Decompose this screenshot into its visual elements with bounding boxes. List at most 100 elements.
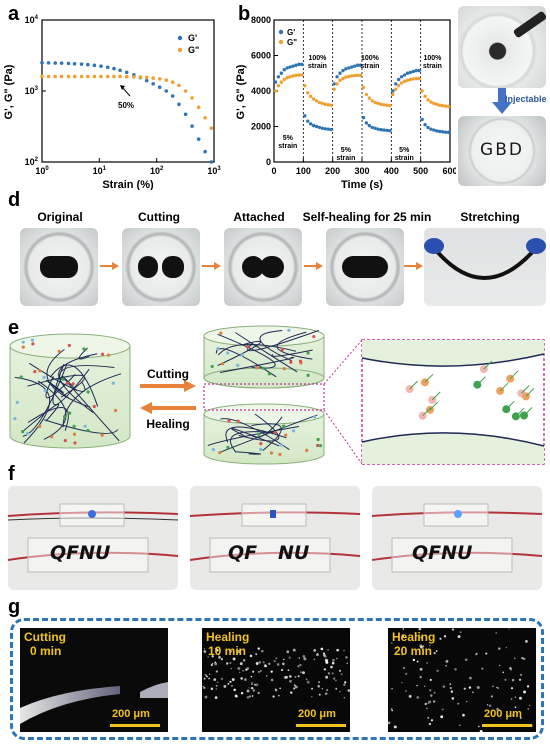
sparkle (451, 628, 455, 631)
crosslink-node (289, 360, 293, 364)
gdouble-point (105, 74, 110, 79)
sparkle (408, 694, 412, 698)
sparkle (206, 675, 208, 678)
crosslink-node (218, 450, 222, 455)
chart-b-annotation: 100%strain (360, 55, 379, 70)
sparkle (459, 724, 461, 727)
gprime-point (170, 94, 175, 98)
b-gdouble-point (308, 94, 313, 99)
crosslink-node (287, 328, 291, 332)
crosslink-node (25, 431, 30, 436)
zoom-bond (525, 388, 535, 397)
chart-b-xtick-label: 0 (271, 166, 276, 176)
legend-gdouble-marker (177, 47, 183, 53)
sparkle (320, 647, 324, 651)
sparkle (468, 676, 472, 680)
sparkle (393, 725, 397, 729)
gdouble-point (46, 74, 51, 79)
crosslink-node (62, 415, 67, 419)
sparkle (391, 687, 393, 690)
b-gprime-point (276, 75, 281, 79)
b-gdouble-point (438, 103, 442, 107)
b-gprime-point (326, 127, 330, 131)
crosslink-node (43, 389, 47, 393)
hydrogel-text-qfnu-2: QFNU (412, 542, 473, 564)
crosslink-node (298, 359, 303, 363)
sparkle (227, 682, 230, 685)
sparkle (270, 670, 273, 673)
sparkle (450, 690, 454, 693)
sparkle (285, 675, 288, 679)
photo-c-written: GBD (458, 116, 546, 186)
sparkle (420, 636, 423, 639)
sparkle (463, 687, 466, 690)
sparkle (433, 691, 436, 694)
legend-gprime-marker (177, 35, 183, 41)
sparkle (325, 675, 329, 679)
sparkle (273, 659, 276, 663)
gprime-point (196, 137, 201, 141)
sparkle (262, 661, 265, 664)
crosslink-node (226, 351, 230, 355)
b-gdouble-point (432, 101, 436, 106)
sparkle (245, 668, 248, 671)
crosslink-node (82, 347, 86, 351)
chart-b-annotation: 5%strain (395, 147, 414, 162)
b-gdouble-point (376, 101, 380, 106)
sparkle (418, 628, 422, 631)
gdouble-point (92, 74, 97, 79)
b-gprime-point (358, 63, 363, 67)
b-gdouble-point (303, 83, 307, 88)
sparkle (405, 672, 408, 676)
sparkle (318, 693, 321, 696)
sparkle (242, 658, 246, 662)
b-gprime-point (364, 121, 369, 125)
sparkle (465, 700, 468, 703)
hydrogel-piece-left (138, 256, 158, 278)
photo-f-circuit-original: QFNU (8, 486, 178, 590)
sparkle (283, 658, 285, 661)
step-caption-original: Original (37, 210, 83, 224)
g2-scale-label: 200 μm (298, 708, 336, 720)
b-gprime-point (367, 123, 372, 128)
sparkle (240, 691, 244, 695)
crosslink-node (42, 375, 46, 379)
sparkle (251, 695, 254, 697)
gprime-point (86, 62, 90, 67)
gdouble-point (86, 74, 90, 79)
sparkle (502, 671, 505, 674)
b-gprime-point (332, 82, 336, 86)
zoom-bond (483, 360, 493, 370)
polymer-chain (271, 349, 313, 357)
zoom-bond (523, 407, 533, 416)
sparkle (512, 713, 515, 717)
sparkle (229, 680, 232, 683)
b-gdouble-point (408, 77, 413, 82)
chart-b-xtick-label: 600 (442, 166, 456, 176)
zoom-bond (431, 391, 441, 401)
sparkle (419, 675, 422, 679)
gprime-point (183, 112, 188, 117)
b-gprime-point (432, 128, 436, 132)
b-gdouble-point (294, 73, 298, 78)
sparkle (251, 682, 253, 684)
crosslink-node (216, 347, 220, 351)
zoom-bond (409, 380, 418, 390)
photo-d-cutting (122, 228, 200, 306)
sparkle (425, 707, 428, 710)
gdouble-point (132, 75, 136, 79)
legend-gdouble-label: G" (188, 45, 199, 55)
sparkle (505, 646, 508, 649)
sparkle (426, 662, 429, 664)
sparkle (220, 658, 223, 661)
crosslink-node (267, 372, 271, 376)
b-gprime-point (379, 127, 383, 132)
crosslink-node (63, 438, 67, 443)
crosslink-node (65, 381, 70, 385)
sparkle (518, 696, 522, 700)
cylinder-intact (9, 333, 131, 449)
crosslink-node (106, 353, 111, 357)
sparkle (468, 686, 472, 689)
crosslink-node (240, 353, 244, 357)
sparkle (232, 657, 236, 661)
